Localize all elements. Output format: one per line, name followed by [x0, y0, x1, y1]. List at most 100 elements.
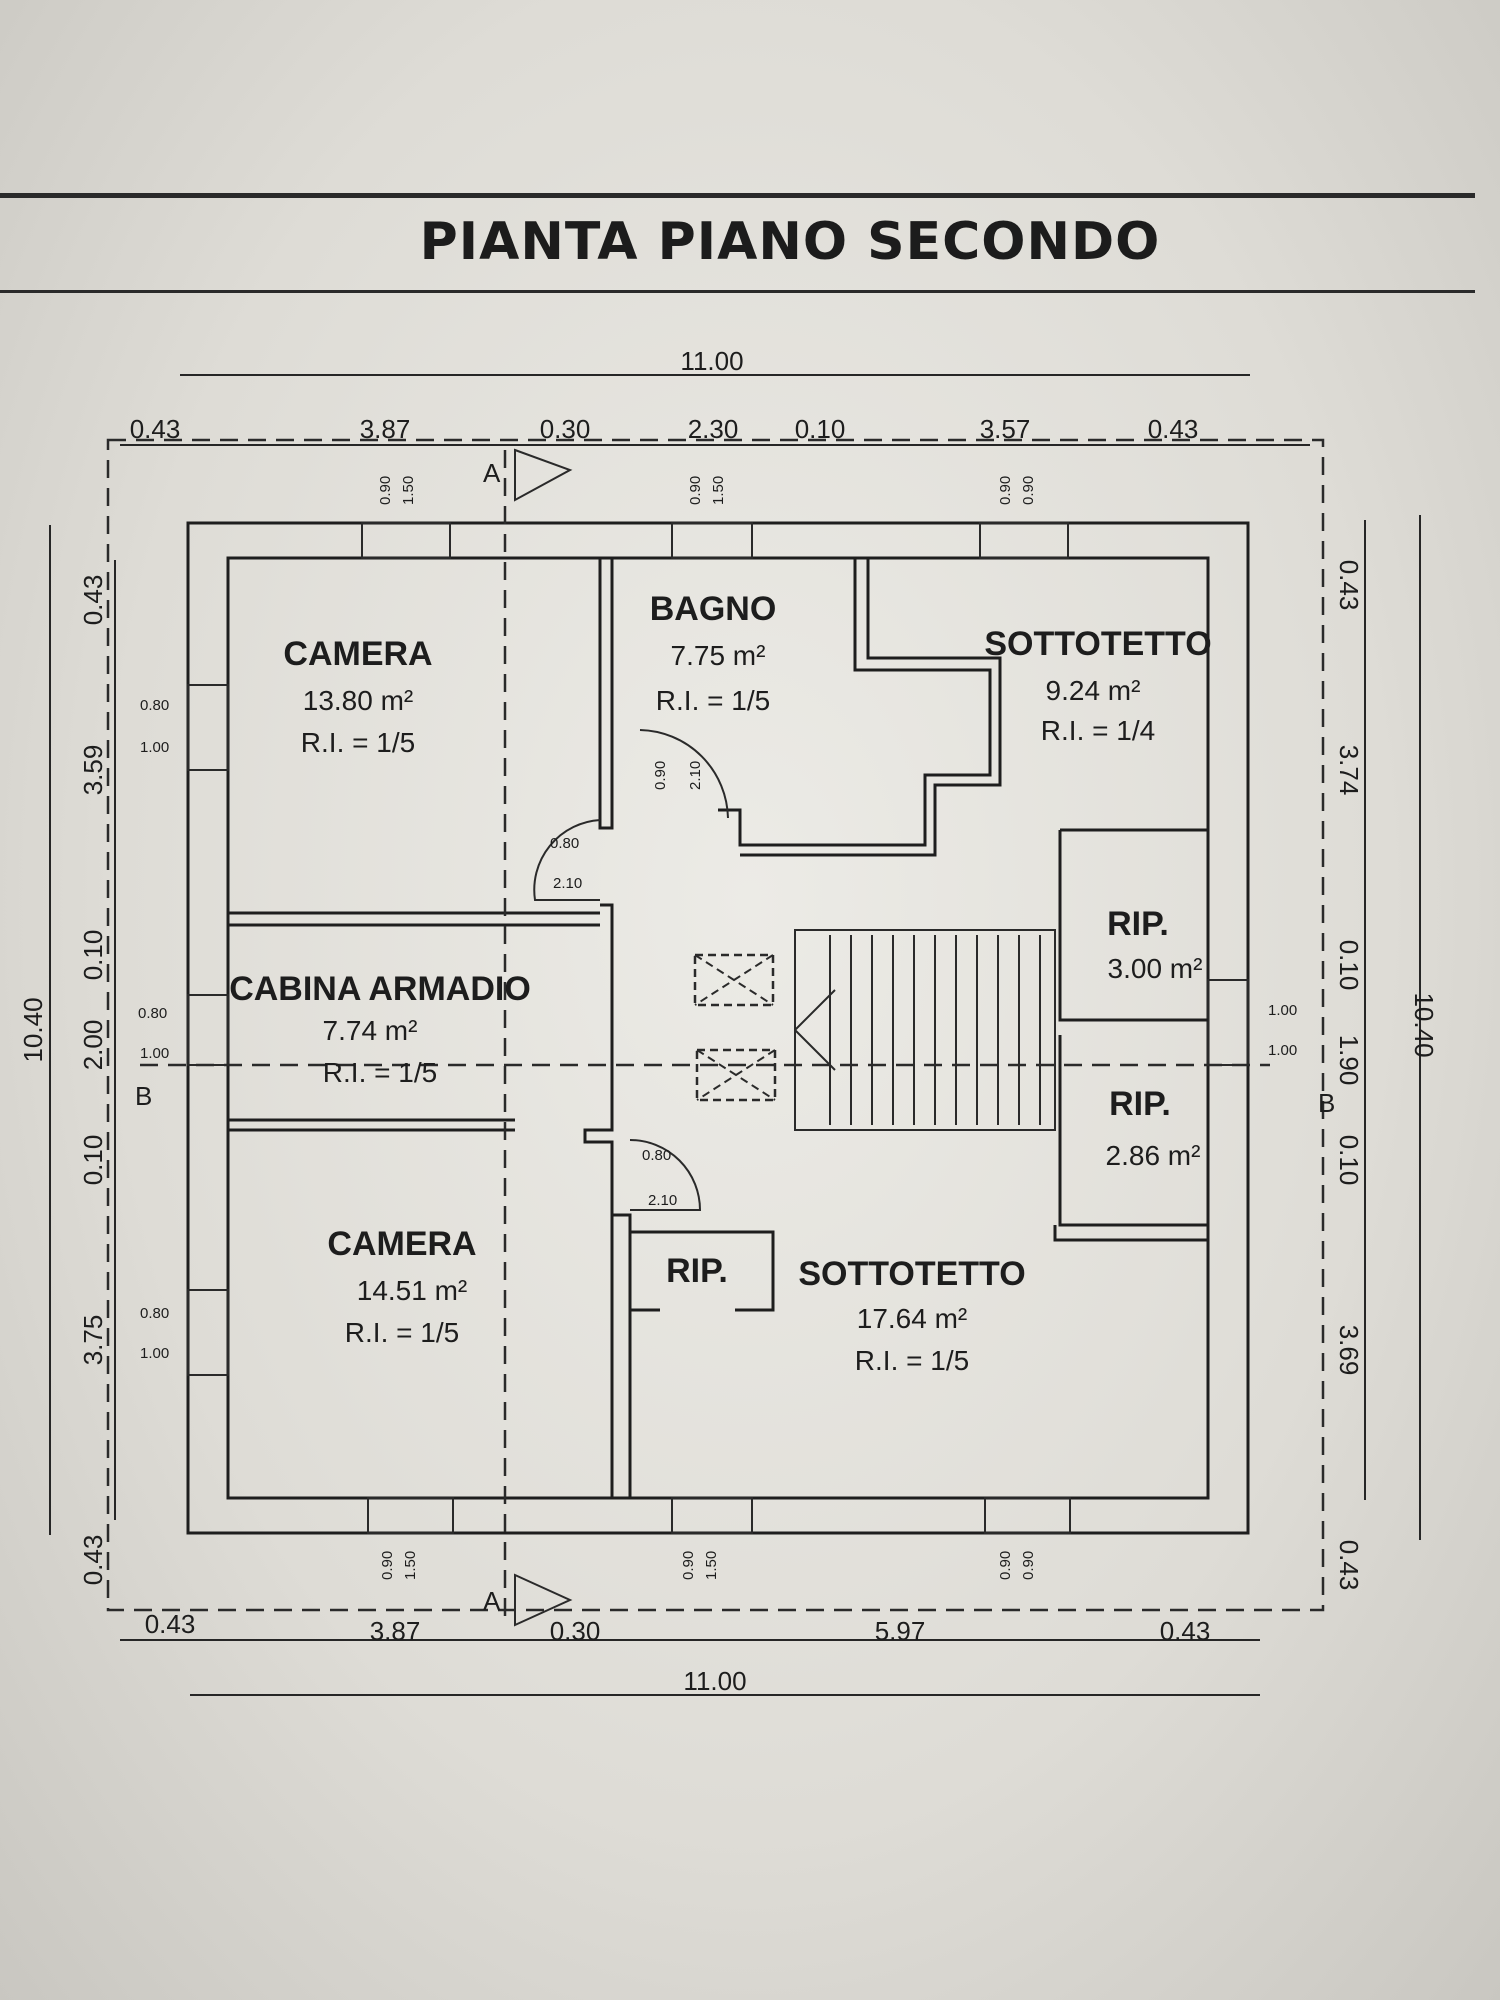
dim-top-part: 0.10 [795, 414, 846, 444]
section-arrow-a-bottom [514, 1573, 573, 1627]
window-bottom-3 [984, 1497, 1071, 1534]
dim-top-part: 0.30 [540, 414, 591, 444]
wall-corridor-left [583, 903, 632, 1500]
wall-cabina-camera [228, 1118, 515, 1132]
skylight-1-cross [694, 954, 774, 1006]
section-arrow-a-top [514, 448, 573, 502]
window-right-1 [1207, 979, 1249, 1066]
title-band-bottom-line [0, 290, 1475, 293]
room-bagno: BAGNO 7.75 m² R.I. = 1/5 [650, 590, 777, 716]
room-name: CABINA ARMADIO [229, 970, 531, 1008]
staircase [794, 929, 1056, 1131]
dim-bottom-part: 0.30 [550, 1616, 601, 1646]
room-rip-a: RIP. 3.00 m² [1107, 905, 1202, 984]
room-ri: R.I. = 1/5 [345, 1317, 459, 1348]
opening-label: 1.00 [1268, 1002, 1297, 1019]
window-top-2 [671, 522, 753, 559]
opening-label: 1.50 [402, 1551, 419, 1580]
dim-left-part: 0.43 [78, 575, 108, 626]
door-swing-sottotetto [629, 1139, 702, 1211]
window-left-3 [187, 1289, 229, 1376]
opening-label: 0.90 [1020, 1551, 1037, 1580]
opening-label: 0.90 [680, 1551, 697, 1580]
room-area: 3.00 m² [1108, 953, 1203, 984]
opening-label: 0.90 [652, 761, 669, 790]
dim-top-total: 11.00 [680, 346, 743, 376]
room-name: BAGNO [650, 590, 777, 628]
room-ri: R.I. = 1/5 [301, 727, 415, 758]
dim-bottom-part: 0.43 [1160, 1616, 1211, 1646]
section-mark-b-right: B [1318, 1088, 1335, 1118]
opening-label: 1.50 [710, 476, 727, 505]
dim-bottom-part: 5.97 [875, 1616, 926, 1646]
dim-left-part: 0.10 [78, 1135, 108, 1186]
dim-top-part: 0.43 [130, 414, 181, 444]
wall-camera-bagno [598, 558, 614, 830]
section-mark-a-top: A [483, 458, 501, 488]
wall-rip-a [1058, 828, 1208, 1022]
roof-outline [106, 438, 1325, 1612]
window-bottom-2 [671, 1497, 753, 1534]
dim-right-part: 0.10 [1334, 1135, 1364, 1186]
room-area: 14.51 m² [357, 1275, 468, 1306]
room-area: 2.86 m² [1106, 1140, 1201, 1171]
wall-rip-b [1053, 1035, 1208, 1242]
room-ri: R.I. = 1/5 [323, 1057, 437, 1088]
door-swing-bagno [639, 729, 729, 819]
section-mark-a-bottom: A [483, 1586, 501, 1616]
room-camera-top: CAMERA 13.80 m² R.I. = 1/5 [283, 635, 432, 758]
stair-arrow [794, 989, 836, 1071]
opening-label: 0.80 [140, 697, 169, 714]
room-area: 13.80 m² [303, 685, 414, 716]
room-name: RIP. [1107, 905, 1169, 943]
opening-label: 0.90 [997, 1551, 1014, 1580]
room-ri: R.I. = 1/4 [1041, 715, 1155, 746]
room-rip-b: RIP. 2.86 m² [1106, 1085, 1201, 1171]
opening-label: 0.80 [140, 1305, 169, 1322]
room-camera-bottom: CAMERA 14.51 m² R.I. = 1/5 [327, 1225, 476, 1348]
dim-right-part: 0.43 [1334, 1540, 1364, 1591]
dim-bottom-total: 11.00 [683, 1666, 746, 1696]
dim-right-part: 3.69 [1334, 1325, 1364, 1376]
dim-left-part: 3.75 [78, 1315, 108, 1366]
opening-label: 1.00 [140, 1345, 169, 1362]
room-name: CAMERA [327, 1225, 476, 1263]
opening-label: 2.10 [648, 1192, 677, 1209]
dim-top-part: 2.30 [688, 414, 739, 444]
room-area: 7.74 m² [323, 1015, 418, 1046]
opening-label: 2.10 [553, 875, 582, 892]
opening-label: 0.90 [379, 1551, 396, 1580]
opening-label: 0.90 [687, 476, 704, 505]
wall-camera-cabina [228, 911, 600, 927]
opening-label: 1.00 [140, 739, 169, 756]
opening-label: 1.50 [703, 1551, 720, 1580]
room-rip-c: RIP. [666, 1252, 728, 1290]
drawing-title: PIANTA PIANO SECONDO [419, 212, 1161, 272]
opening-label: 0.80 [550, 835, 579, 852]
room-area: 9.24 m² [1046, 675, 1141, 706]
dim-right-part: 3.74 [1334, 745, 1364, 796]
opening-label: 0.80 [642, 1147, 671, 1164]
dim-right-part: 1.90 [1334, 1035, 1364, 1086]
wall-rip-c [630, 1230, 775, 1312]
window-left-1 [187, 684, 229, 771]
dim-left-part: 0.43 [78, 1535, 108, 1586]
room-area: 17.64 m² [857, 1303, 968, 1334]
dim-right-part: 0.10 [1334, 940, 1364, 991]
window-top-3 [979, 522, 1069, 559]
wall-bagno-sottotetto [718, 558, 992, 847]
opening-label: 0.90 [1020, 476, 1037, 505]
dim-bottom-part: 0.43 [145, 1609, 196, 1639]
dim-left-part: 2.00 [78, 1020, 108, 1071]
room-sottotetto-top: SOTTOTETTO 9.24 m² R.I. = 1/4 [984, 625, 1211, 746]
room-name: CAMERA [283, 635, 432, 673]
door-swing-camera [533, 819, 601, 901]
skylight-2 [695, 1048, 777, 1102]
window-left-2 [187, 994, 229, 1066]
room-name: RIP. [1109, 1085, 1171, 1123]
dim-left-part: 0.10 [78, 930, 108, 981]
opening-label: 1.00 [1268, 1042, 1297, 1059]
room-area: 7.75 m² [671, 640, 766, 671]
